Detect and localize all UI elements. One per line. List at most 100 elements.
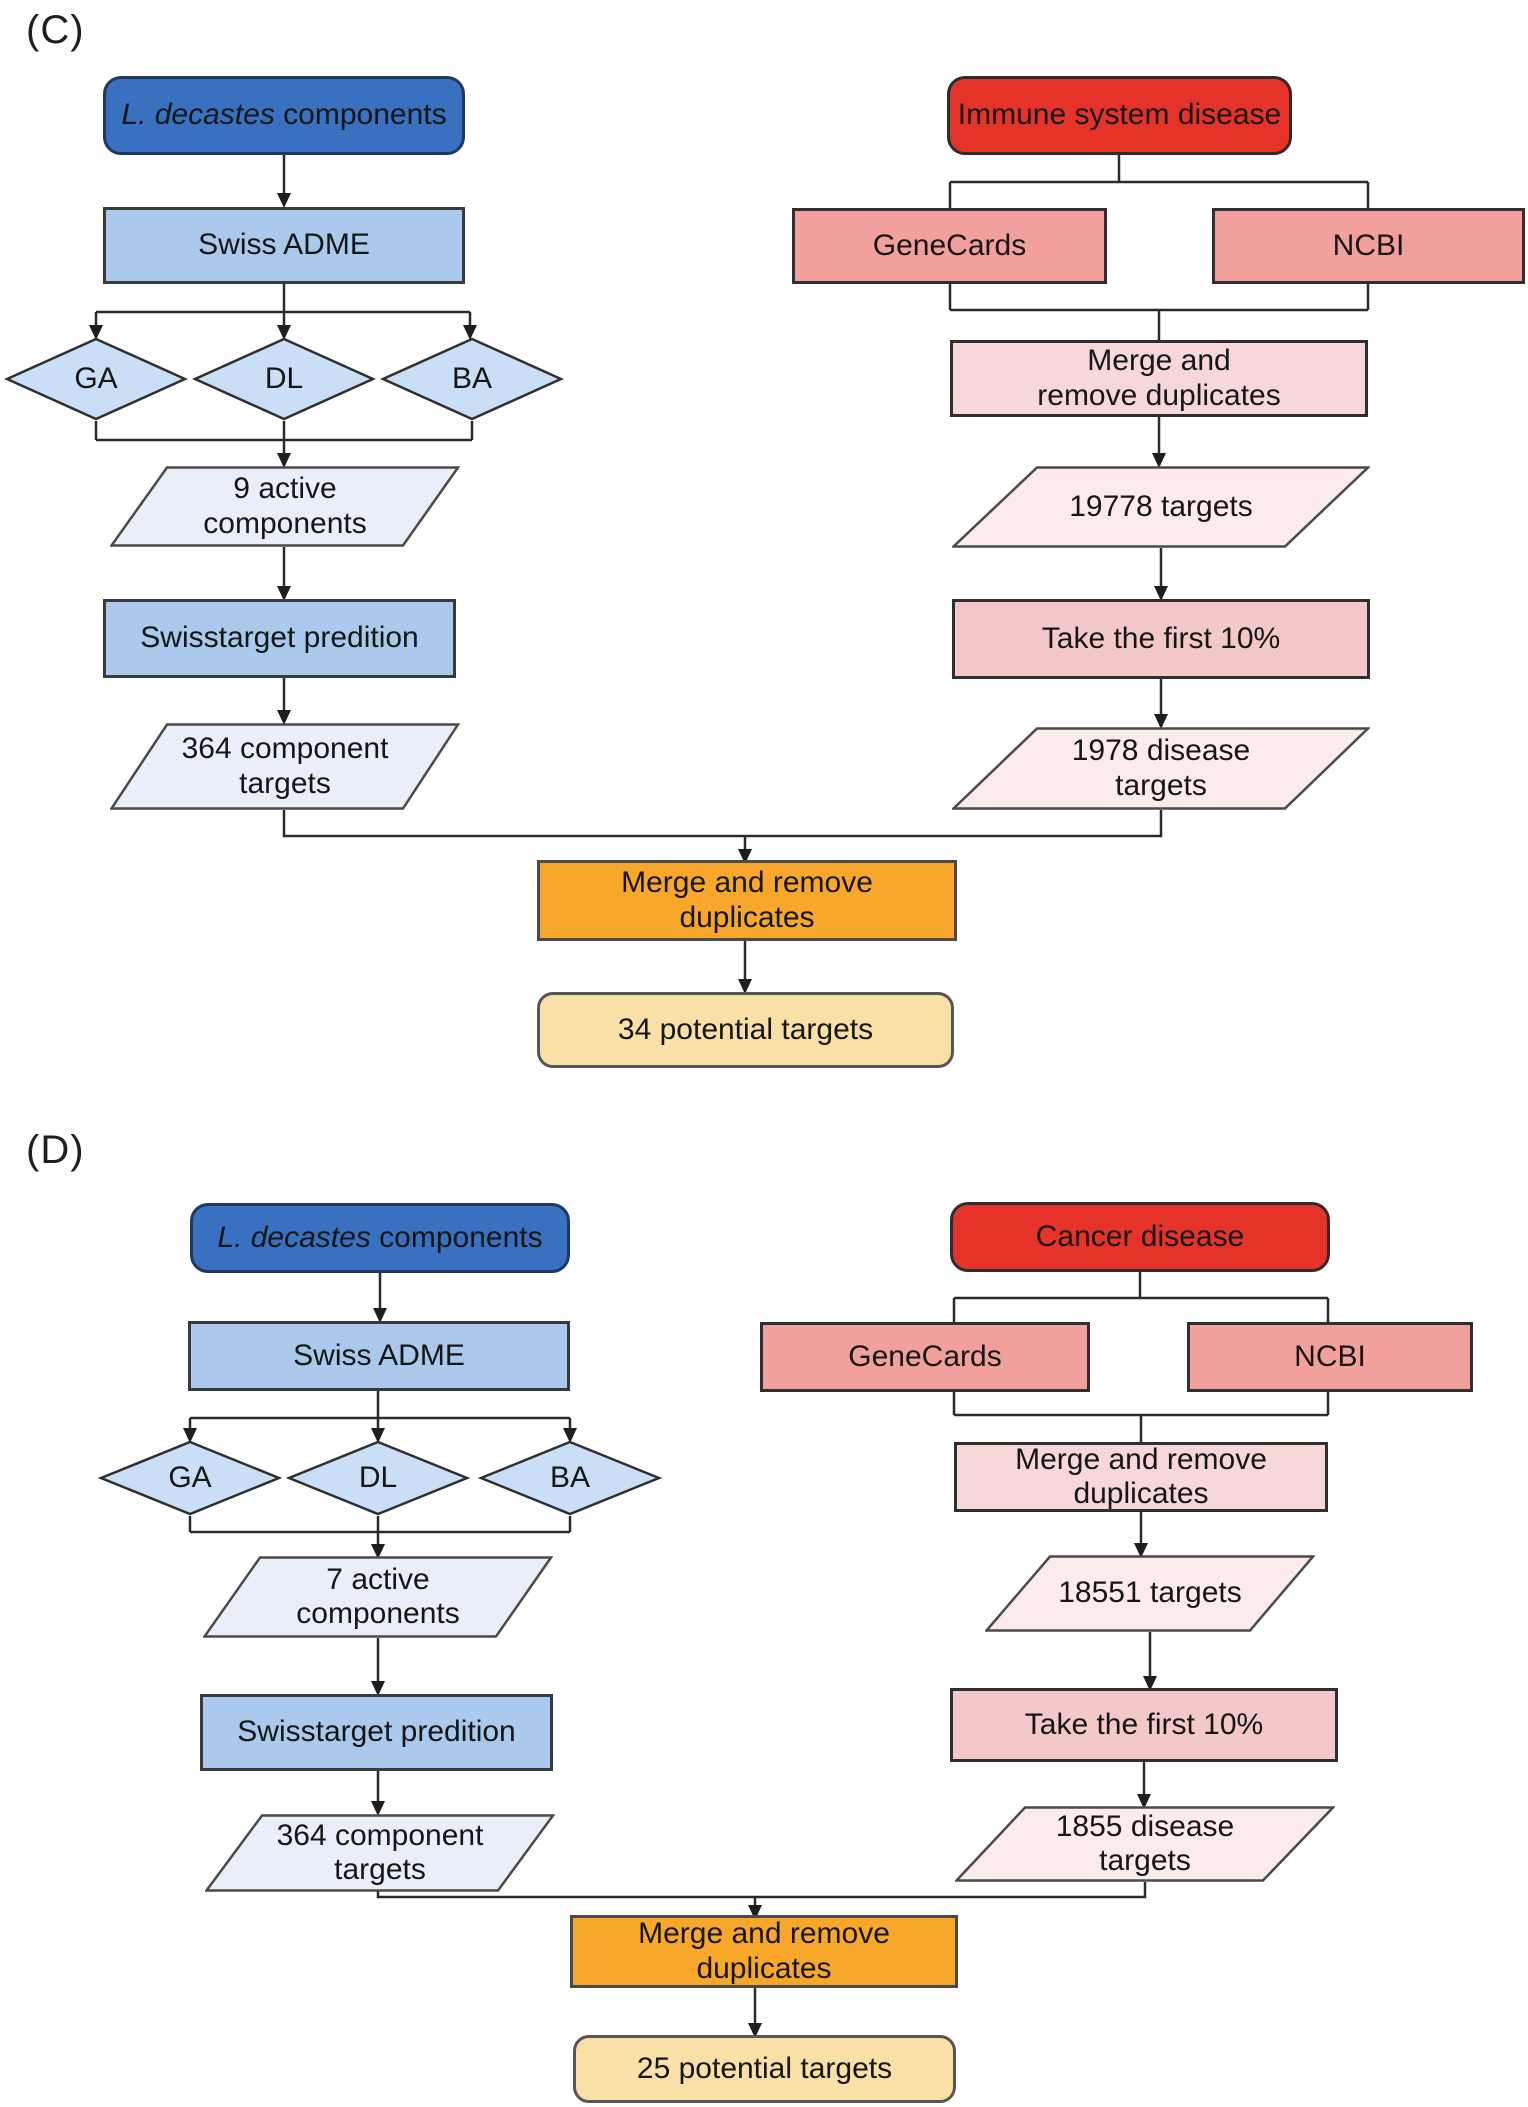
node-label: Take the first 10% xyxy=(1041,621,1281,655)
species-name: L. decastes xyxy=(217,1220,371,1254)
species-suffix: components xyxy=(370,1220,543,1254)
node-label: Merge and remove duplicates xyxy=(621,866,873,935)
node-label: Take the first 10% xyxy=(1024,1707,1264,1741)
diamond-shape xyxy=(286,1440,470,1516)
node-label: Cancer disease xyxy=(1035,1219,1245,1253)
node-label: Merge and remove duplicates xyxy=(1015,1443,1267,1512)
node-merge-final-c: Merge and remove duplicates xyxy=(537,860,957,941)
node-criterion-ga-c: GA xyxy=(4,337,188,421)
node-genecards-d: GeneCards xyxy=(760,1322,1090,1392)
label-line: targets xyxy=(334,1853,426,1886)
node-swiss-adme-c: Swiss ADME xyxy=(103,207,465,284)
node-disease-c: Immune system disease xyxy=(947,76,1292,155)
node-label: 1855 disease targets xyxy=(1056,1810,1234,1879)
diamond-shape xyxy=(192,337,376,421)
node-disease-d: Cancer disease xyxy=(950,1202,1330,1272)
node-label: 364 component targets xyxy=(182,732,389,801)
label-line: Merge and remove xyxy=(1015,1442,1267,1476)
node-label: Immune system disease xyxy=(957,98,1282,132)
node-all-targets-c: 19778 targets xyxy=(952,466,1370,548)
parallelogram-shape xyxy=(955,1806,1335,1882)
node-result-d: 25 potential targets xyxy=(573,2035,956,2103)
label-line: remove duplicates xyxy=(1037,378,1281,412)
label-line: Merge and remove xyxy=(621,866,873,899)
node-label: Swisstarget predition xyxy=(237,1715,516,1749)
node-label: 19778 targets xyxy=(1069,489,1253,523)
node-label: NCBI xyxy=(1294,1339,1366,1373)
parallelogram-shape xyxy=(952,727,1370,810)
label-line: duplicates xyxy=(1073,1477,1209,1510)
label-line: components xyxy=(203,506,367,540)
node-merge-databases-c: Merge and remove duplicates xyxy=(950,340,1368,417)
node-disease-targets-c: 1978 disease targets xyxy=(952,727,1370,810)
diamond-shape xyxy=(4,337,188,421)
label-line: Merge and xyxy=(1087,344,1231,377)
node-label: Merge and remove duplicates xyxy=(1037,344,1280,413)
label-line: duplicates xyxy=(679,900,815,934)
node-label: GeneCards xyxy=(872,228,1027,262)
node-criterion-ba-c: BA xyxy=(380,337,564,421)
node-all-targets-d: 18551 targets xyxy=(985,1555,1315,1632)
node-swisstarget-d: Swisstarget predition xyxy=(200,1694,553,1771)
label-line: targets xyxy=(1099,1844,1191,1877)
node-active-components-c: 9 active components xyxy=(110,466,460,547)
node-label: 34 potential targets xyxy=(617,1012,874,1046)
node-label: 7 active components xyxy=(296,1563,459,1632)
panel-d-label: (D) xyxy=(26,1128,85,1172)
species-name: L. decastes xyxy=(121,98,275,132)
diamond-shape xyxy=(380,337,564,421)
node-label: 364 component targets xyxy=(277,1819,484,1888)
parallelogram-shape xyxy=(110,723,460,810)
node-label: L. decastes components xyxy=(217,1221,542,1256)
node-label: 18551 targets xyxy=(1058,1576,1242,1610)
node-label: GA xyxy=(74,361,118,395)
node-criterion-dl-c: DL xyxy=(192,337,376,421)
node-label: 25 potential targets xyxy=(636,2051,893,2085)
node-filter-d: Take the first 10% xyxy=(950,1688,1338,1762)
label-line: targets xyxy=(1115,768,1207,802)
diamond-shape xyxy=(98,1440,282,1516)
node-swisstarget-c: Swisstarget predition xyxy=(103,599,456,678)
diamond-shape xyxy=(478,1440,662,1516)
node-label: DL xyxy=(358,1460,398,1494)
node-disease-targets-d: 1855 disease targets xyxy=(955,1806,1335,1882)
node-label: 1978 disease targets xyxy=(1072,734,1250,803)
label-line: 7 active xyxy=(326,1562,430,1596)
species-suffix: components xyxy=(274,98,447,132)
node-swiss-adme-d: Swiss ADME xyxy=(188,1321,570,1391)
node-criterion-ba-d: BA xyxy=(478,1440,662,1516)
node-component-targets-d: 364 component targets xyxy=(205,1814,555,1892)
label-line: 9 active xyxy=(233,472,337,505)
node-label: Merge and remove duplicates xyxy=(638,1917,890,1986)
node-label: Swisstarget predition xyxy=(140,621,419,655)
node-label: DL xyxy=(264,361,304,395)
parallelogram-shape xyxy=(205,1814,555,1892)
parallelogram-shape xyxy=(952,466,1370,548)
parallelogram-shape xyxy=(203,1556,553,1638)
panel-c-label: (C) xyxy=(26,8,85,52)
node-label: GeneCards xyxy=(848,1339,1002,1373)
label-line: 1978 disease xyxy=(1071,734,1251,767)
label-line: 1855 disease xyxy=(1055,1809,1235,1843)
node-merge-final-d: Merge and remove duplicates xyxy=(570,1915,958,1988)
node-label: Swiss ADME xyxy=(293,1338,465,1372)
node-component-targets-c: 364 component targets xyxy=(110,723,460,810)
node-active-components-d: 7 active components xyxy=(203,1556,553,1638)
label-line: targets xyxy=(239,766,331,800)
node-merge-databases-d: Merge and remove duplicates xyxy=(954,1442,1328,1512)
node-label: NCBI xyxy=(1332,228,1405,262)
node-source-components-d: L. decastes components xyxy=(190,1203,570,1273)
label-line: 364 component xyxy=(181,732,389,765)
node-label: L. decastes components xyxy=(121,98,446,133)
label-line: components xyxy=(296,1597,460,1630)
node-label: Swiss ADME xyxy=(198,228,370,262)
node-ncbi-d: NCBI xyxy=(1187,1322,1473,1392)
label-line: Merge and remove xyxy=(638,1917,890,1950)
label-line: duplicates xyxy=(696,1951,832,1985)
node-criterion-ga-d: GA xyxy=(98,1440,282,1516)
parallelogram-shape xyxy=(985,1555,1315,1632)
label-line: 364 component xyxy=(276,1818,484,1852)
node-label: 9 active components xyxy=(203,472,366,541)
node-criterion-dl-d: DL xyxy=(286,1440,470,1516)
